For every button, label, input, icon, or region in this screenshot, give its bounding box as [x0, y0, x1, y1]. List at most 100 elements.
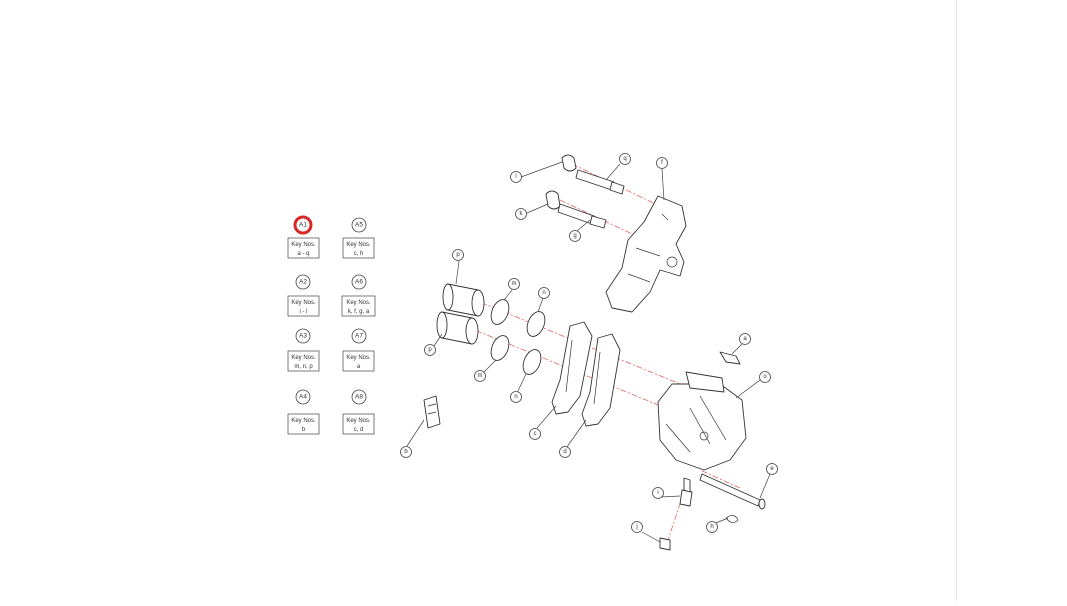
- callout-c[interactable]: c: [529, 428, 541, 440]
- kit-a1-box: [287, 237, 320, 259]
- diagram-canvas: A1 Key Nos. a - q A5 Key Nos. c, h A2 Ke…: [287, 153, 778, 551]
- part-cap-j: [659, 537, 671, 551]
- callout-n-upper[interactable]: n: [538, 287, 550, 299]
- kit-a2[interactable]: A2 Key Nos. i - l: [287, 274, 320, 317]
- kit-a4-box-line2: b: [302, 427, 306, 433]
- svg-text:l: l: [515, 174, 516, 180]
- part-caliper-bracket: [605, 195, 687, 313]
- kit-a6-circle[interactable]: [351, 274, 367, 290]
- kit-a4-box-line1: Key Nos.: [291, 418, 316, 424]
- callout-a[interactable]: a: [739, 333, 751, 345]
- dash-line-pad-pin: [699, 469, 741, 489]
- kit-a5-box: [342, 237, 375, 259]
- kit-a3-label: A3: [299, 333, 307, 340]
- part-clip-a: [719, 351, 741, 365]
- kit-a8-box-line1: Key Nos.: [346, 418, 371, 424]
- pad-c: [551, 321, 593, 415]
- callout-e[interactable]: e: [766, 463, 778, 475]
- seal-n-upper: [526, 311, 546, 337]
- kit-legend: A1 Key Nos. a - q A5 Key Nos. c, h A2 Ke…: [287, 215, 376, 435]
- svg-text:q: q: [623, 156, 626, 162]
- kit-a7[interactable]: A7 Key Nos. a: [342, 328, 375, 372]
- seal-n-lower: [522, 349, 542, 375]
- callout-p-upper[interactable]: p: [452, 249, 464, 261]
- svg-text:g: g: [573, 233, 576, 239]
- callout-k[interactable]: k: [515, 208, 527, 220]
- kit-a1[interactable]: A1 Key Nos. a - q: [287, 215, 320, 259]
- part-pad-pin-e: [699, 473, 766, 510]
- kit-a6-box: [341, 295, 376, 317]
- kit-a3-box: [287, 350, 320, 372]
- svg-text:n: n: [514, 394, 517, 400]
- kit-a5-circle[interactable]: [351, 217, 367, 233]
- callout-n-lower[interactable]: n: [510, 391, 522, 403]
- seal-m-lower: [490, 335, 510, 361]
- kit-a5-label: A5: [355, 222, 363, 229]
- kit-a4[interactable]: A4 Key Nos. b: [287, 389, 320, 435]
- dash-line-bleed: [667, 479, 689, 541]
- part-piston-lower: [436, 311, 479, 345]
- kit-a4-label: A4: [299, 394, 307, 401]
- svg-text:b: b: [404, 449, 408, 455]
- svg-text:m: m: [478, 373, 483, 379]
- svg-text:i: i: [657, 490, 658, 496]
- svg-text:n: n: [542, 290, 545, 296]
- part-seals: [490, 299, 546, 375]
- callout-f[interactable]: f: [656, 157, 668, 169]
- kit-a7-box-line2: a: [357, 364, 361, 370]
- kit-a4-box: [287, 413, 320, 435]
- part-clip-h: [725, 515, 739, 523]
- svg-text:f: f: [661, 160, 663, 166]
- kit-a1-box-line2: a - q: [297, 251, 309, 257]
- kit-a7-circle[interactable]: [351, 328, 367, 344]
- svg-text:c: c: [534, 431, 537, 437]
- kit-a3[interactable]: A3 Key Nos. m, n, p: [287, 328, 320, 372]
- svg-text:j: j: [635, 524, 637, 530]
- kit-a1-box-line1: Key Nos.: [291, 242, 316, 248]
- pane-divider[interactable]: [956, 0, 957, 601]
- callout-m-lower[interactable]: m: [474, 370, 486, 382]
- kit-a4-circle[interactable]: [295, 389, 311, 405]
- kit-a7-label: A7: [355, 333, 363, 340]
- svg-text:k: k: [520, 211, 524, 217]
- callout-m-upper[interactable]: m: [508, 278, 520, 290]
- part-brake-pads: [551, 321, 621, 427]
- callout-l[interactable]: l: [510, 171, 522, 183]
- part-pin-lower: [545, 190, 607, 229]
- kit-a5-box-line2: c, h: [354, 251, 364, 257]
- kit-a6-box-line1: Key Nos.: [346, 300, 371, 306]
- kit-a1-label: A1: [299, 222, 307, 229]
- kit-a8-label: A8: [355, 394, 363, 401]
- kit-a7-box: [342, 350, 375, 372]
- kit-a5[interactable]: A5 Key Nos. c, h: [342, 217, 375, 259]
- kit-a1-circle[interactable]: [293, 215, 313, 235]
- callout-p-lower[interactable]: p: [424, 344, 436, 356]
- leader-lines: [406, 161, 771, 543]
- kit-a7-box-line1: Key Nos.: [346, 355, 371, 361]
- kit-a2-box-line2: i - l: [300, 309, 308, 315]
- callout-h[interactable]: h: [706, 521, 718, 533]
- callout-q[interactable]: q: [619, 153, 631, 165]
- callout-d[interactable]: d: [559, 446, 571, 458]
- callout-b[interactable]: b: [400, 446, 412, 458]
- svg-text:p: p: [456, 252, 460, 258]
- kit-a8[interactable]: A8 Key Nos. c, d: [342, 389, 375, 435]
- kit-a3-circle[interactable]: [295, 328, 311, 344]
- part-bleed-screw-i: [679, 477, 693, 507]
- kit-a2-circle[interactable]: [295, 274, 311, 290]
- callout-o[interactable]: o: [759, 371, 771, 383]
- part-shim-b: [423, 395, 441, 429]
- kit-a6[interactable]: A6 Key Nos. k, f, g, a: [341, 274, 376, 317]
- part-caliper-body: [657, 371, 747, 471]
- kit-a5-box-line1: Key Nos.: [346, 242, 371, 248]
- callout-j[interactable]: j: [631, 521, 643, 533]
- callout-g[interactable]: g: [569, 230, 581, 242]
- kit-a2-box: [287, 295, 320, 317]
- svg-text:d: d: [563, 449, 566, 455]
- svg-text:e: e: [770, 466, 774, 472]
- kit-a8-circle[interactable]: [351, 389, 367, 405]
- svg-text:o: o: [763, 374, 767, 380]
- callout-i[interactable]: i: [652, 487, 664, 499]
- seal-m-upper: [490, 299, 510, 325]
- side-panel: [957, 0, 1067, 601]
